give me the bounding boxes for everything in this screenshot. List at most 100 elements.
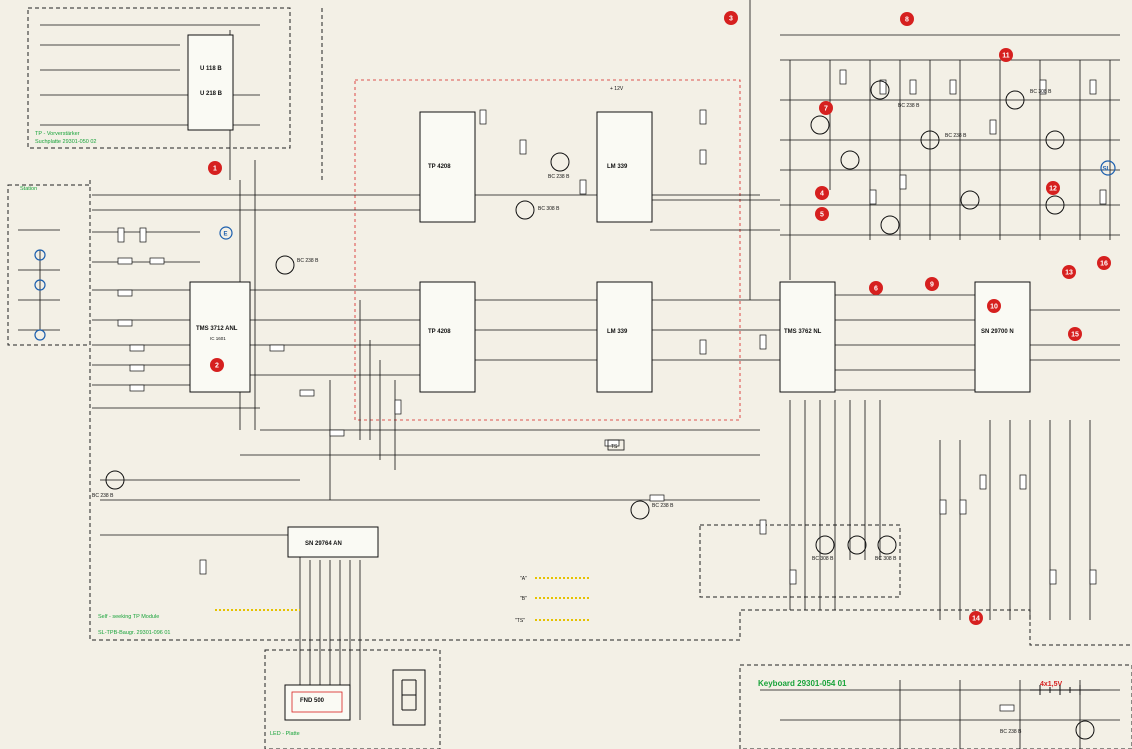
transistor-icon bbox=[1045, 130, 1065, 150]
marker-label-4: 4 bbox=[820, 191, 824, 198]
circle-antenna-3 bbox=[34, 329, 46, 341]
transistor-icon bbox=[630, 500, 650, 520]
bc238-bottom-label: BC 238 B bbox=[652, 503, 674, 509]
marker-label-6: 6 bbox=[874, 286, 878, 293]
marker-label-8: 8 bbox=[905, 17, 909, 24]
legend-b: "B" bbox=[520, 596, 527, 602]
marker-label-9: 9 bbox=[930, 282, 934, 289]
marker-label-16: 16 bbox=[1100, 261, 1108, 268]
marker-label-14: 14 bbox=[972, 616, 980, 623]
transistor-icon bbox=[550, 152, 570, 172]
circle-antenna-1 bbox=[34, 249, 46, 261]
ts-box bbox=[607, 439, 625, 451]
u218-label: U 218 B bbox=[200, 91, 223, 97]
legend-ts: "TS" bbox=[515, 618, 525, 624]
sn29764-label: SN 29764 AN bbox=[305, 541, 342, 547]
bc308-r-label: BC 308 B bbox=[1030, 89, 1052, 95]
circle-antenna-2 bbox=[34, 279, 46, 291]
ic-tp4208-a bbox=[419, 111, 476, 223]
transistor-icon bbox=[815, 535, 835, 555]
ic-sn29700 bbox=[974, 281, 1031, 393]
marker-label-7: 7 bbox=[824, 106, 828, 113]
marker-label-3: 3 bbox=[729, 16, 733, 23]
marker-5 bbox=[815, 207, 829, 221]
search-board-outline bbox=[354, 79, 741, 421]
battery-icon bbox=[1030, 685, 1100, 695]
transistor-icon bbox=[960, 190, 980, 210]
bc238-r2-label: BC 238 B bbox=[945, 133, 967, 139]
transistor-icon bbox=[275, 255, 295, 275]
tms3712-label: TMS 3712 ANL bbox=[196, 326, 238, 332]
ic-sn29764 bbox=[287, 526, 379, 558]
marker-label-13: 13 bbox=[1065, 270, 1073, 277]
keyboard-border bbox=[739, 664, 1132, 749]
ic-lm339-b bbox=[596, 281, 653, 393]
ts-board-border bbox=[699, 524, 901, 598]
ic-tms3712 bbox=[189, 281, 251, 393]
tp-module-note: TP - Vorverstärker bbox=[35, 131, 80, 137]
bus-legend: "A" "B" "TS" bbox=[215, 576, 590, 624]
marker-9 bbox=[925, 277, 939, 291]
seek-module-note: SL-TPB-Baugr. 29301-096 01 bbox=[98, 630, 170, 636]
ic-fnd500 bbox=[284, 684, 351, 721]
transistor-icon bbox=[920, 130, 940, 150]
transistor-icon bbox=[870, 80, 890, 100]
blue-circles: E SL bbox=[34, 160, 1116, 341]
bc308-mid-label: BC 308 B bbox=[538, 206, 560, 212]
marker-label-5: 5 bbox=[820, 212, 824, 219]
lm339-b-label: LM 339 bbox=[607, 329, 628, 335]
circle-e-label: E bbox=[224, 232, 228, 238]
fnd500-highlight bbox=[291, 691, 343, 713]
marker-11 bbox=[999, 48, 1013, 62]
station-note: Station bbox=[20, 186, 37, 192]
tp4208-a-label: TP 4208 bbox=[428, 164, 451, 170]
transistor-icon bbox=[840, 150, 860, 170]
circle-e bbox=[219, 226, 233, 240]
ic-tms3762 bbox=[779, 281, 836, 393]
marker-13 bbox=[1062, 265, 1076, 279]
ic-lm339-a bbox=[596, 111, 653, 223]
transistor-icon bbox=[877, 535, 897, 555]
transistor-icon bbox=[515, 200, 535, 220]
marker-label-15: 15 bbox=[1071, 332, 1079, 339]
transistor-icon bbox=[1045, 195, 1065, 215]
module-borders bbox=[7, 7, 1132, 749]
bc238-left-label: BC 238 B bbox=[92, 493, 114, 499]
wiring bbox=[18, 0, 1120, 749]
self-seek-note: Self - seeking TP Module bbox=[98, 614, 159, 620]
transistor-icon bbox=[105, 470, 125, 490]
marker-2 bbox=[210, 358, 224, 372]
keyboard-label: Keyboard 29301-054 01 bbox=[758, 679, 847, 688]
integrated-circuits bbox=[187, 34, 1031, 721]
marker-10 bbox=[987, 299, 1001, 313]
led-board-border bbox=[264, 649, 441, 749]
transistor-labels: BC 238 B BC 238 B BC 238 B BC 308 B BC 2… bbox=[92, 89, 1052, 735]
bc238-r1-label: BC 238 B bbox=[898, 103, 920, 109]
led-plate-note: LED - Platte bbox=[270, 731, 300, 737]
fnd500-label: FND 500 bbox=[300, 698, 325, 704]
marker-label-2: 2 bbox=[215, 363, 219, 370]
ic-labels: U 118 B U 218 B TMS 3712 ANL IC 1601 TP … bbox=[196, 66, 1014, 547]
marker-14 bbox=[969, 611, 983, 625]
marker-8 bbox=[900, 12, 914, 26]
battery-label: 4x1,5V bbox=[1040, 681, 1063, 688]
plus-v-label: + 12V bbox=[610, 86, 624, 92]
search-board-border bbox=[354, 79, 741, 421]
transistor-icon bbox=[810, 115, 830, 135]
u118-label: U 118 B bbox=[200, 66, 222, 72]
transistor-icon bbox=[1075, 720, 1095, 740]
circle-sl-label: SL bbox=[1103, 167, 1111, 173]
tms3762-label: TMS 3762 NL bbox=[784, 329, 822, 335]
passive-components bbox=[117, 69, 1107, 712]
ic1601-label: IC 1601 bbox=[210, 336, 226, 341]
marker-16 bbox=[1097, 256, 1111, 270]
bc238-top-label: BC 238 B bbox=[297, 258, 319, 264]
ic-u118 bbox=[187, 34, 234, 131]
bc308-b-label: BC 308 B bbox=[812, 556, 834, 562]
tp-preamp-border bbox=[27, 7, 291, 149]
transistor-icon bbox=[847, 535, 867, 555]
transistor-icon bbox=[1005, 90, 1025, 110]
